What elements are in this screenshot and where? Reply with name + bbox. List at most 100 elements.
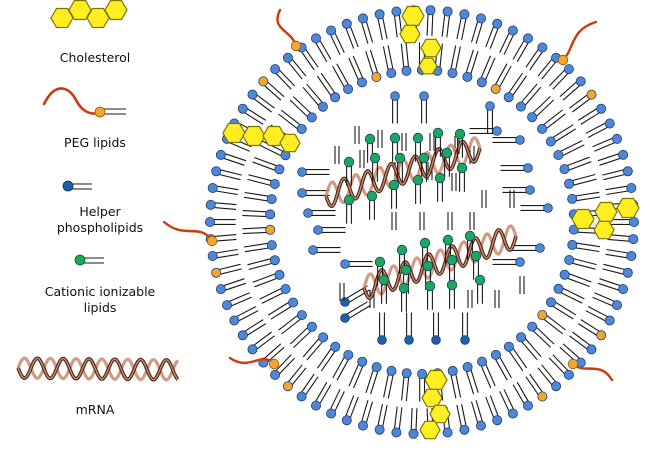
inner-leaflet-lipid	[365, 49, 382, 83]
lipid-tail	[559, 81, 577, 98]
lipid-tail	[383, 373, 389, 398]
lipid-head	[434, 172, 446, 184]
outer-leaflet-lipid	[597, 278, 629, 295]
inner-leaflet-lipid	[243, 240, 277, 253]
lipid-tail	[319, 384, 332, 404]
core-helper-lipid	[303, 208, 336, 218]
lipid-tail	[562, 85, 580, 101]
lipid-tail	[361, 22, 369, 44]
lipid-head	[515, 101, 526, 112]
lipid-tail	[270, 306, 292, 320]
lipid-head	[626, 250, 637, 261]
inner-leaflet-lipid	[259, 283, 291, 304]
outer-leaflet-lipid	[211, 166, 242, 181]
cholesterol-ring	[424, 369, 448, 391]
lipid-tail	[577, 108, 598, 121]
lipid-tail	[555, 301, 577, 316]
lipid-tail	[580, 112, 600, 125]
peg-head	[557, 54, 569, 66]
lipid-tail	[536, 327, 555, 345]
peg-chains	[162, 8, 614, 382]
core-helper-lipid	[502, 185, 535, 195]
lipid-head	[374, 424, 385, 435]
lipid-tail	[555, 128, 576, 143]
lipid-tail	[349, 305, 371, 319]
lipid-head	[523, 163, 533, 173]
lipid-head	[612, 300, 623, 311]
lipid-tail	[275, 354, 292, 371]
lipid-head	[343, 156, 355, 168]
legend-label-mrna: mRNA	[75, 402, 115, 417]
lipid-tail	[576, 196, 601, 202]
lipid-head	[374, 9, 385, 20]
lipid-head	[390, 91, 400, 101]
outer-leaflet-lipid	[357, 400, 374, 431]
lipid-tail	[247, 178, 271, 186]
inner-leaflet-lipid	[567, 191, 601, 204]
legend-label-helper-phospholipids: Helper phospholipids	[30, 204, 170, 236]
lipid-tail	[334, 32, 345, 53]
lipid-head	[330, 92, 341, 103]
lipid-tail	[489, 27, 499, 49]
outer-leaflet-lipid	[512, 33, 534, 63]
lipid-head	[456, 162, 468, 174]
lipid-tail	[275, 73, 292, 90]
lipid-tail	[264, 85, 282, 101]
lipid-head	[211, 166, 222, 177]
peg-lipid-icon	[42, 87, 126, 118]
lipid-head	[475, 420, 486, 431]
lipid-head	[341, 18, 352, 29]
core-helper-lipid	[460, 312, 470, 345]
lipid-head	[622, 267, 633, 278]
lipid-tail	[475, 400, 483, 422]
lipid-head	[258, 76, 269, 87]
outer-leaflet-lipid	[537, 52, 562, 80]
lipid-head	[207, 250, 218, 261]
lipid-tail	[516, 42, 529, 63]
lipid-tail	[291, 367, 307, 386]
lipid-head	[247, 344, 258, 355]
lipid-tail	[387, 45, 394, 70]
lipid-head	[371, 362, 382, 373]
lipid-head	[441, 147, 453, 159]
lipid-tail	[248, 174, 273, 182]
inner-leaflet-lipid	[317, 341, 341, 372]
lipid-tail	[573, 258, 597, 266]
outer-leaflet-lipid	[470, 13, 486, 44]
cationic-ionizable-lipid	[378, 274, 390, 304]
cationic-ionizable-lipid	[474, 274, 486, 304]
lipid-tail	[485, 26, 495, 48]
lipid-tail	[485, 363, 496, 387]
core-helper-lipid	[340, 301, 371, 323]
lipid-head	[604, 315, 615, 326]
inner-leaflet-lipid	[516, 332, 542, 361]
cholesterol-ring	[429, 404, 451, 424]
cholesterol-bottom	[419, 369, 451, 440]
lipid-head	[419, 237, 431, 249]
lipid-tail	[562, 287, 585, 300]
inner-leaflet-lipid	[383, 365, 397, 399]
inner-leaflet-lipid	[242, 209, 276, 220]
membrane-cholesterols	[222, 5, 640, 440]
lipid-tail	[405, 377, 410, 402]
inner-leaflet-lipid	[567, 239, 601, 253]
lipid-tail	[606, 248, 629, 254]
lipid-tail	[349, 26, 359, 48]
lipid-head	[389, 132, 401, 144]
core-helper-lipid	[512, 243, 545, 253]
lipid-tail	[599, 278, 621, 287]
inner-leaflet-lipid	[332, 63, 354, 95]
lipid-tail	[512, 40, 525, 60]
lipid-tail	[330, 34, 341, 55]
lipid-head	[317, 101, 328, 112]
cationic-icon-head	[74, 254, 86, 266]
mrna-strand-highlight	[17, 357, 179, 381]
lipid-tail	[320, 72, 336, 94]
lipid-head	[207, 182, 218, 193]
lipid-head	[412, 132, 424, 144]
lipid-tail	[605, 253, 628, 259]
lipid-tail	[461, 403, 467, 426]
lipid-tail	[244, 112, 264, 125]
inner-leaflet-lipid	[332, 349, 354, 381]
peg-chain-top-left	[276, 8, 298, 48]
